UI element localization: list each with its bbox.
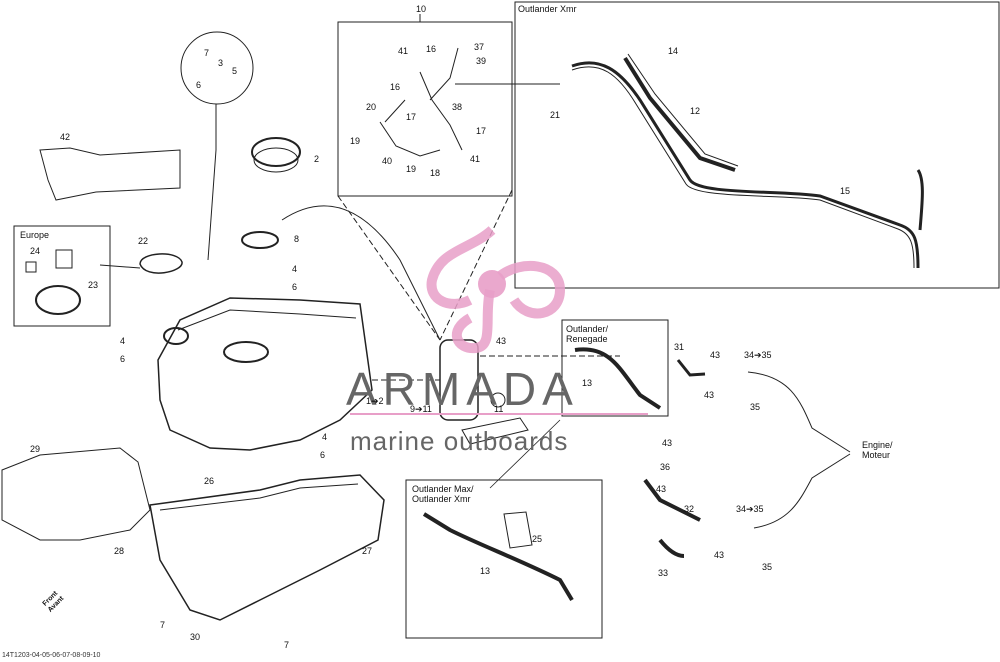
callout-10: 10 [416, 4, 427, 14]
callout-16: 16 [426, 44, 437, 54]
box-10-frame [337, 21, 513, 197]
callout-16b: 16 [390, 82, 401, 92]
engine-label-1: Engine/ [862, 440, 893, 450]
watermark-subtitle: marine outboards [350, 426, 569, 456]
callout-26: 26 [204, 476, 215, 486]
callout-43b: 43 [710, 350, 721, 360]
callout-36: 36 [660, 462, 671, 472]
callout-6c: 6 [120, 354, 126, 364]
armada-logo-hub [478, 270, 506, 298]
callout-7c: 7 [284, 640, 290, 650]
callout-35b: 35 [762, 562, 773, 572]
callout-1-2: 1➔2 [366, 396, 384, 406]
box-title-outlander-xmr: Outlander Xmr [518, 4, 577, 14]
callout-8: 8 [294, 234, 300, 244]
callout-30: 30 [190, 632, 201, 642]
callout-28: 28 [114, 546, 125, 556]
callout-6d: 6 [320, 450, 326, 460]
callout-19b: 19 [406, 164, 417, 174]
max-frame [405, 479, 603, 639]
callout-23: 23 [88, 280, 99, 290]
europe-frame [13, 225, 111, 327]
box-title-renegade-1: Outlander/ [566, 324, 609, 334]
footer-code: 14T1203-04-05-06-07-08-09-10 [2, 652, 101, 659]
callout-6: 6 [196, 80, 202, 90]
callout-6b: 6 [292, 282, 298, 292]
bolt-detail-circle [180, 31, 254, 105]
callout-43d: 43 [662, 438, 673, 448]
renegade-frame [561, 319, 669, 417]
callout-9-11: 9➔11 [410, 404, 432, 414]
outlander-xmr-frame [514, 1, 1000, 289]
callout-13b: 13 [480, 566, 491, 576]
callout-19: 19 [350, 136, 361, 146]
box-title-renegade-2: Renegade [566, 334, 608, 344]
callout-43: 43 [496, 336, 507, 346]
callout-40: 40 [382, 156, 393, 166]
callout-14: 14 [668, 46, 679, 56]
callout-13: 13 [582, 378, 593, 388]
callout-20: 20 [366, 102, 377, 112]
callout-7b: 7 [160, 620, 166, 630]
callout-3: 3 [218, 58, 224, 68]
callout-41b: 41 [470, 154, 481, 164]
callout-31: 31 [674, 342, 685, 352]
callout-34-35: 34➔35 [744, 350, 772, 360]
box-title-max-1: Outlander Max/ [412, 484, 474, 494]
callout-33: 33 [658, 568, 669, 578]
callout-38: 38 [452, 102, 463, 112]
callout-43e: 43 [656, 484, 667, 494]
callout-35: 35 [750, 402, 761, 412]
callout-22: 22 [138, 236, 149, 246]
callout-41: 41 [398, 46, 409, 56]
callout-29: 29 [30, 444, 41, 454]
box-title-europe: Europe [20, 230, 50, 240]
callout-7: 7 [204, 48, 210, 58]
callout-4b: 4 [120, 336, 126, 346]
callout-34-35b: 34➔35 [736, 504, 764, 514]
armada-logo-icon [426, 226, 566, 354]
callout-17b: 17 [476, 126, 487, 136]
callout-21: 21 [550, 110, 561, 120]
callout-12: 12 [690, 106, 701, 116]
callout-11: 11 [494, 404, 504, 414]
watermark-title: ARMADA [346, 363, 579, 415]
callout-2: 2 [314, 154, 320, 164]
engine-label-2: Moteur [862, 450, 891, 460]
fuel-tank-outline [157, 297, 373, 451]
callout-5: 5 [232, 66, 238, 76]
callout-37: 37 [474, 42, 485, 52]
callout-17: 17 [406, 112, 417, 122]
callout-25: 25 [532, 534, 543, 544]
callout-24: 24 [30, 246, 41, 256]
callout-32: 32 [684, 504, 695, 514]
callout-43f: 43 [714, 550, 725, 560]
callout-39: 39 [476, 56, 487, 66]
box-title-max-2: Outlander Xmr [412, 494, 471, 504]
callout-4: 4 [292, 264, 298, 274]
callout-18: 18 [430, 168, 441, 178]
callout-27: 27 [362, 546, 373, 556]
callout-4c: 4 [322, 432, 328, 442]
callout-15: 15 [840, 186, 851, 196]
callout-42: 42 [60, 132, 71, 142]
callout-43c: 43 [704, 390, 715, 400]
